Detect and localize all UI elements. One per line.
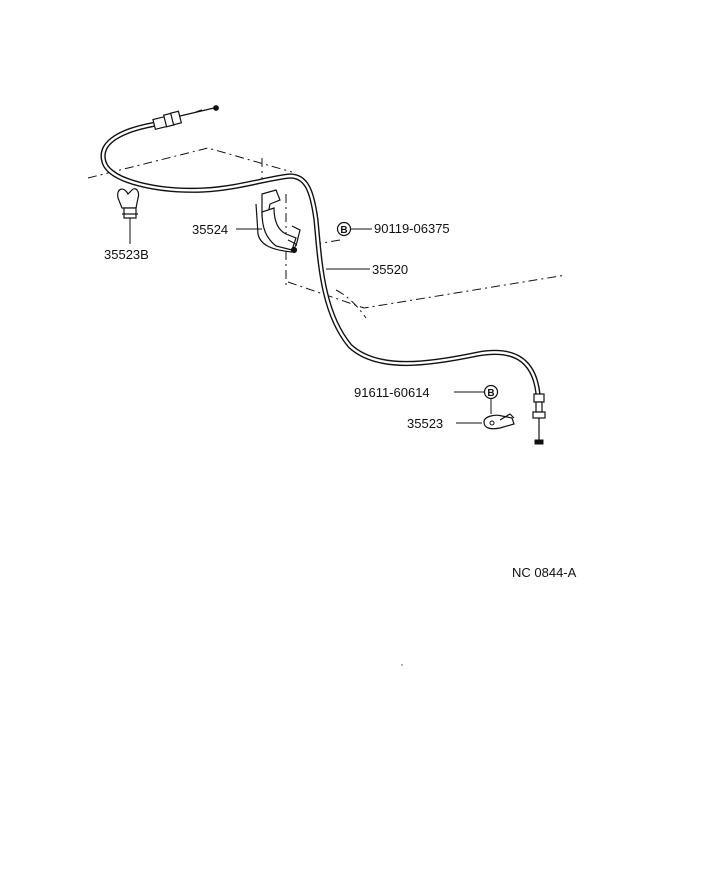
label-35523: 35523: [407, 416, 443, 431]
label-90119-06375: 90119-06375: [374, 221, 450, 236]
label-91611-60614: 91611-60614: [354, 385, 430, 400]
bolt-marker-letter-upper: B: [340, 225, 347, 236]
label-35524: 35524: [192, 222, 228, 237]
clip-35523: [483, 413, 515, 430]
clamp-35523b: [117, 188, 140, 244]
bolt-marker-91611: B: [483, 384, 499, 400]
label-35523b: 35523B: [104, 247, 149, 262]
cable-end-upper: [152, 105, 219, 131]
speck: [401, 664, 403, 666]
bracket-35524: [255, 189, 301, 254]
cable-35520: [100, 121, 541, 397]
bolt-marker-letter-lower: B: [487, 388, 494, 399]
cable-end-lower: [532, 393, 546, 445]
label-35520: 35520: [372, 262, 408, 277]
drawing-code: NC 0844-A: [512, 565, 577, 580]
bolt-marker-90119: B: [336, 221, 352, 237]
